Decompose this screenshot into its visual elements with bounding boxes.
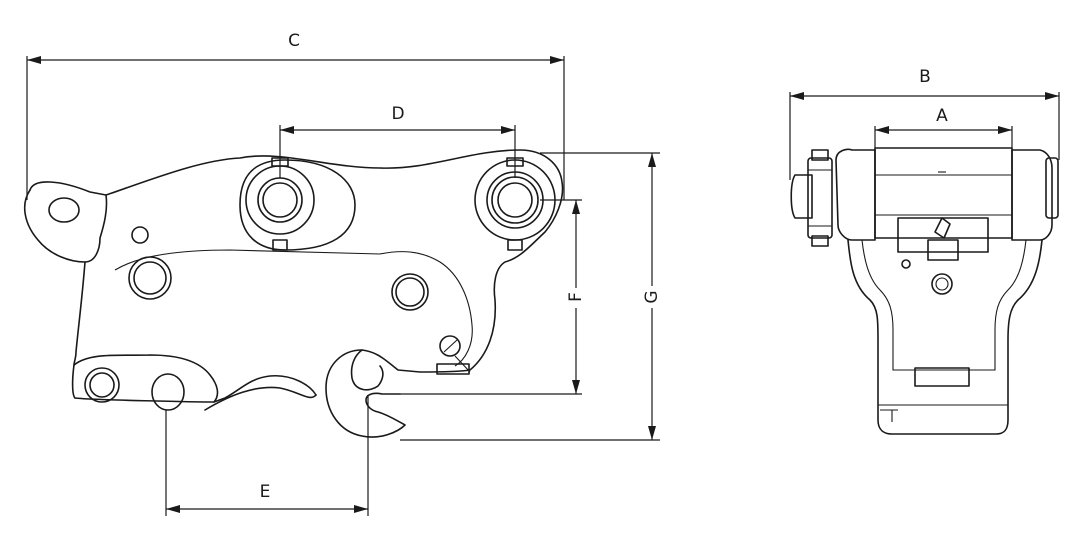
side-view-body-outline [29,149,564,438]
small-hole-left [131,226,149,244]
label-f: F [566,292,586,302]
pin-left-large [128,256,172,300]
front-view-lock-lever [934,217,951,239]
lobe-hole [48,197,80,223]
pin-housing-right-mid [491,176,539,224]
front-view-lower-body [847,239,1043,435]
dim-d-arrow-left [280,126,294,134]
label-c-bg [286,30,302,50]
dim-b-arrow-left [790,92,804,100]
front-view [790,147,1059,435]
front-view-lock-box [927,239,959,261]
label-c: C [288,31,300,51]
dim-a-arrow-left [875,126,889,134]
pin-housing-left-mid [257,177,303,223]
side-view-hook-strip [73,354,219,403]
front-view-top-cylinder [874,147,1013,239]
front-view-strap [914,367,970,387]
pin-housing-right [486,171,544,229]
bolt-bottom-right [507,239,523,251]
nut-cap-bottom [811,235,829,247]
dim-f-arrow-top [572,200,580,214]
dim-c-arrow-left [27,56,41,64]
dim-a-arrow-right [998,126,1012,134]
side-view-dimensions [26,56,660,516]
side-view-left-lobe [23,189,108,263]
pin-housing-left-inner [262,182,298,218]
label-b: B [919,67,931,87]
dim-g-arrow-bottom [648,426,656,440]
hook-jaw [350,349,384,391]
lock-screw-slot [443,339,458,353]
dim-b-arrow-right [1045,92,1059,100]
side-view-left-edge [73,261,86,366]
pin-lower-left [84,367,120,403]
label-g-bg [644,286,660,308]
front-view-bolt-inner [935,277,949,291]
front-view-left-pin [790,174,813,219]
dim-e-arrow-right [354,505,368,513]
label-d: D [391,104,404,124]
dim-c-arrow-right [550,56,564,64]
front-view-small-hole [901,259,911,269]
side-view-pin-housing [239,159,356,251]
side-view-notch [204,386,317,411]
pin-lower-left-inner [89,372,115,398]
front-view-nut [807,157,833,239]
front-view-bolt [931,273,953,295]
front-view-lower-inner [861,239,1027,371]
dim-g-arrow-top [648,153,656,167]
label-f-bg [568,288,584,308]
lock-screw [439,335,461,357]
front-view-dimensions [789,92,1060,180]
pin-mid-inner [395,277,425,307]
pin-housing-right-inner [497,182,533,218]
label-g: G [642,290,662,303]
dim-d-arrow-right [501,126,515,134]
label-e: E [260,482,271,502]
side-view-inner-panel [114,249,473,367]
front-view-right-boss [1045,157,1059,219]
nut-cap-top [811,149,829,161]
pin-lower-mid [151,373,185,411]
lock-plate [436,363,470,375]
pin-mid [391,273,429,311]
front-view-left-plate [835,148,876,241]
pin-left-large-inner [133,261,167,295]
front-view-center-block [897,217,989,253]
bolt-bottom-left [272,239,288,251]
dim-f-arrow-bottom [572,380,580,394]
lock-link [454,355,471,373]
dim-e-arrow-left [166,505,180,513]
label-a: A [936,106,948,126]
